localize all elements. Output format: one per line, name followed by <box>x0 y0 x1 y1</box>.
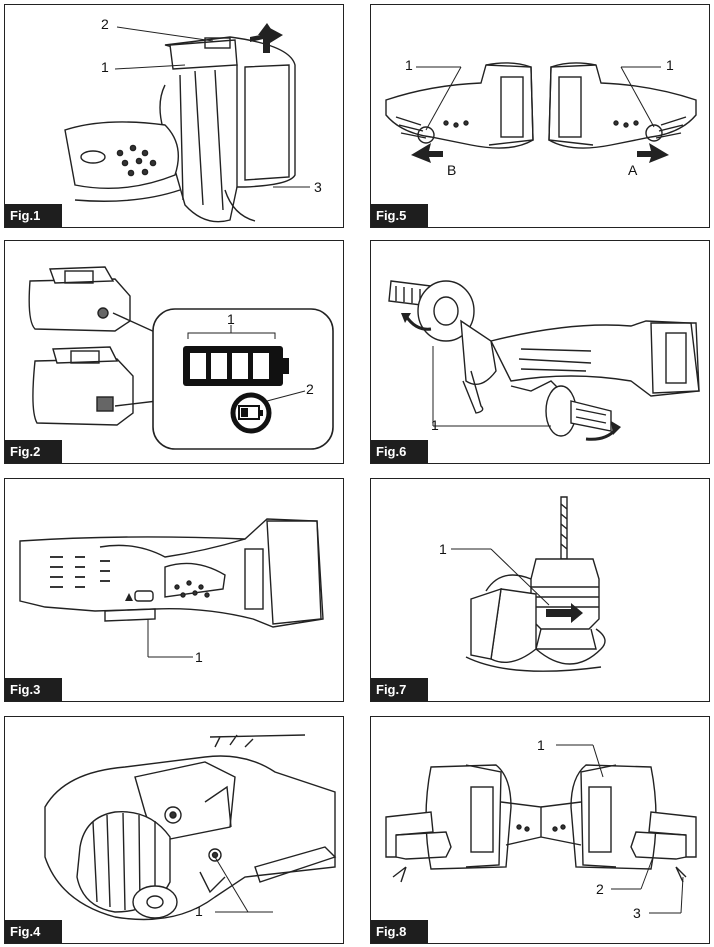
callout-1: 1 <box>195 649 203 665</box>
side-grip-illustration <box>388 280 700 441</box>
callout-2: 2 <box>101 16 109 32</box>
rotate-arrow-icon <box>611 421 621 435</box>
callout-1: 1 <box>101 59 109 75</box>
figure-panel-fig7: 1 Fig.7 <box>370 478 710 702</box>
figure-panel-fig3: 1 Fig.3 <box>4 478 344 702</box>
figure-panel-fig4: 1 Fig.4 <box>4 716 344 944</box>
rotate-arrow-icon <box>546 603 583 623</box>
callout-1: 1 <box>405 57 413 73</box>
lamp-illustration <box>19 518 324 658</box>
up-arrow-icon <box>258 23 275 53</box>
figure-panel-fig5: 1 1 B A Fig.5 <box>370 4 710 228</box>
battery-indicator-illustration <box>28 266 334 450</box>
callout-3: 3 <box>633 905 641 921</box>
figure-label: Fig.1 <box>5 204 63 227</box>
figure-label: Fig.5 <box>371 204 429 227</box>
callout-3: 3 <box>314 179 322 195</box>
up-arrow-icon <box>125 593 133 601</box>
rotate-arrow-icon <box>401 313 411 323</box>
figure-panel-fig1: 2 1 3 Fig.1 <box>4 4 344 228</box>
figure-label: Fig.4 <box>5 920 63 943</box>
figure-panel-fig2: 1 2 Fig.2 <box>4 240 344 464</box>
callout-2: 2 <box>596 881 604 897</box>
battery-removal-illustration <box>64 23 310 223</box>
callout-1: 1 <box>666 57 674 73</box>
figure-label: Fig.6 <box>371 440 429 463</box>
callout-B: B <box>447 162 457 178</box>
lock-button-illustration <box>385 62 697 163</box>
figure-label: Fig.7 <box>371 678 429 701</box>
callout-1: 1 <box>537 737 545 753</box>
figure-label: Fig.2 <box>5 440 63 463</box>
callout-1: 1 <box>439 541 447 557</box>
push-arrow-icon <box>411 143 443 163</box>
hook-installation-illustration <box>385 744 697 914</box>
callout-A: A <box>628 162 638 178</box>
push-arrow-icon <box>637 143 669 163</box>
figure-label: Fig.8 <box>371 920 429 943</box>
figure-panel-fig6: 1 Fig.6 <box>370 240 710 464</box>
figure-panel-fig8: 1 2 3 Fig.8 <box>370 716 710 944</box>
callout-1: 1 <box>431 417 439 433</box>
chuck-bit-illustration <box>451 496 606 672</box>
chuck-closeup-illustration <box>44 734 337 921</box>
callout-1: 1 <box>195 903 203 919</box>
figure-label: Fig.3 <box>5 678 63 701</box>
callout-1: 1 <box>227 311 235 327</box>
callout-2: 2 <box>306 381 314 397</box>
